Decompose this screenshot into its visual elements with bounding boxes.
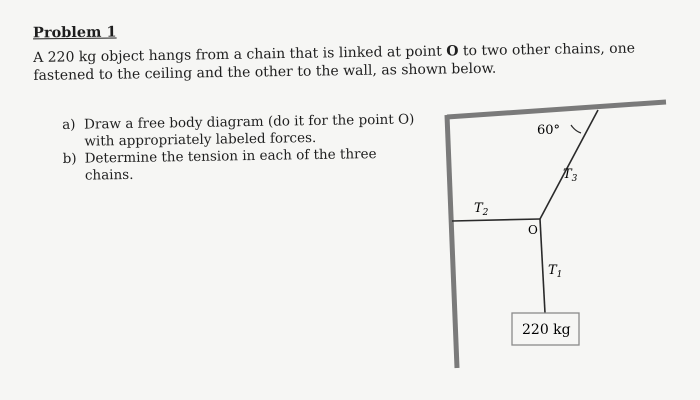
t3-label: T3: [563, 167, 578, 184]
mass-label: 220 kg: [522, 322, 571, 338]
chain-t2: [451, 218, 541, 222]
t1-label: T1: [548, 263, 562, 280]
angle-arc: [570, 124, 582, 134]
mass-box: [511, 312, 580, 346]
chain-t1: [539, 218, 546, 314]
point-o-label: O: [528, 223, 538, 237]
chain-t3: [539, 109, 599, 220]
t2-label: T2: [474, 201, 489, 218]
wall-line: [444, 114, 460, 369]
ceiling-line: [446, 99, 667, 120]
angle-label: 60°: [537, 123, 560, 138]
